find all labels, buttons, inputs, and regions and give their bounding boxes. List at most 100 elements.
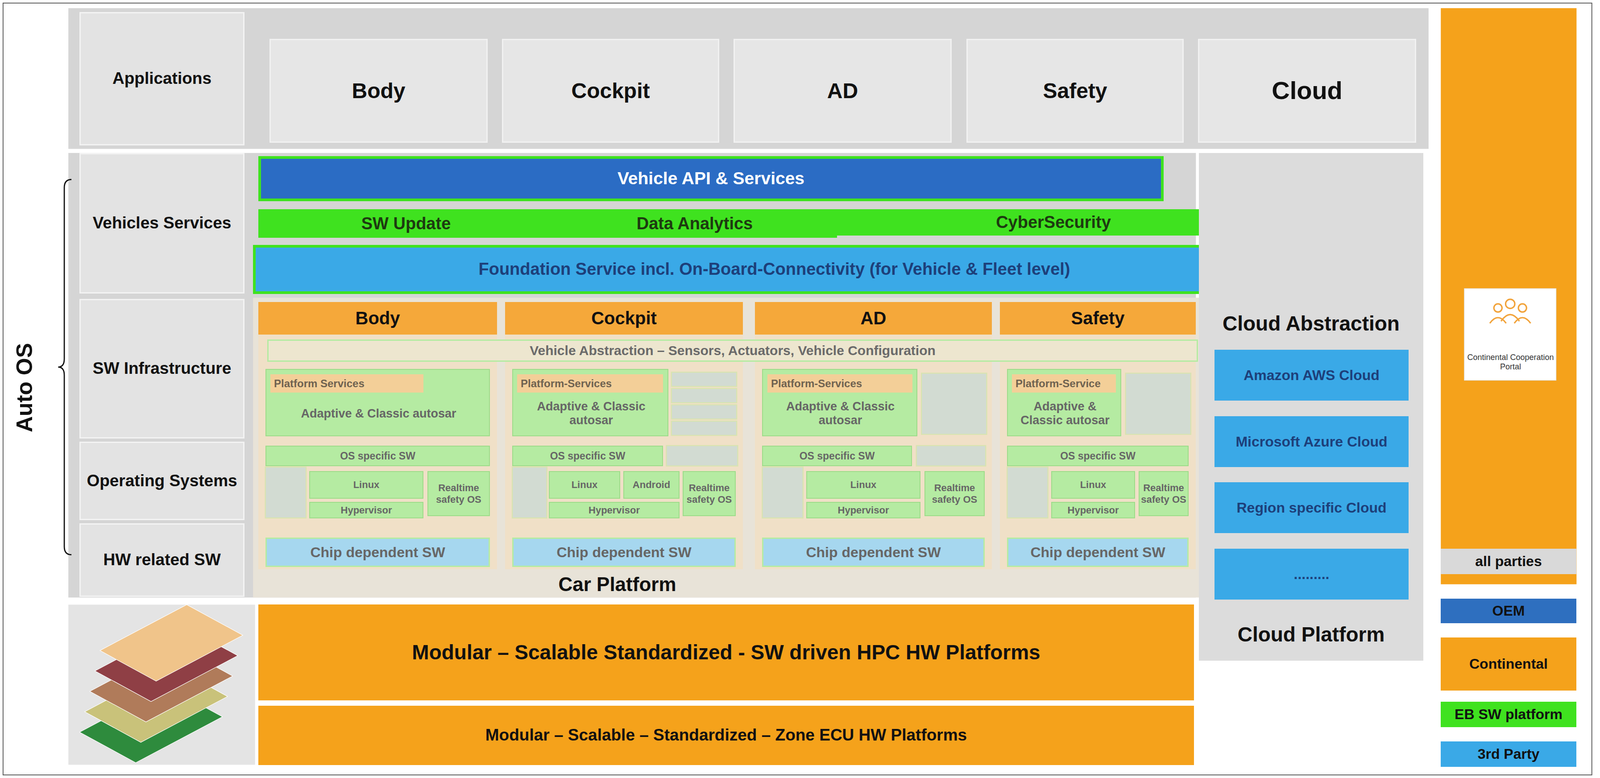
box-label: SW Update (298, 209, 514, 238)
os-box: Linux (309, 471, 424, 499)
box-label: Hypervisor (340, 504, 393, 516)
column-heading: AD (754, 302, 992, 335)
application-box: AD (733, 38, 952, 143)
legend-swatch: OEM (1440, 598, 1577, 624)
os-box: OS specific SW (762, 445, 912, 467)
legend-swatch: all parties (1440, 548, 1577, 575)
platform-services-box: Platform-Services (517, 374, 664, 393)
column-heading: Body (258, 302, 498, 335)
row-label: Applications (79, 12, 245, 146)
person-head (1493, 303, 1502, 312)
box-label: Car Platform (479, 571, 755, 598)
service-bar: Foundation Service incl. On-Board-Connec… (252, 244, 1296, 295)
abstraction-bar: Vehicle Abstraction – Sensors, Actuators… (267, 339, 1198, 362)
box-label: Vehicles Services (92, 213, 232, 233)
autosar-box: Adaptive & Classic autosar Platform-Servi… (1007, 368, 1122, 437)
box-label: Platform Services (273, 377, 365, 390)
legend-text: all parties (1475, 553, 1542, 570)
chip-sw-box: Chip dependent SW (265, 537, 490, 568)
box-label: Linux (571, 479, 598, 491)
box-label: Realtime safety OS (429, 482, 489, 506)
service-bar: SW Update Data Analytics (258, 209, 838, 238)
legend-swatch: 3rd Party (1440, 741, 1577, 767)
box-label: Hypervisor (588, 504, 640, 516)
box-label: Linux (850, 479, 877, 491)
os-box: Hypervisor (1051, 501, 1136, 519)
box-label: Vehicle API & Services (617, 168, 805, 189)
portal-card-ground (1464, 288, 1557, 381)
column-heading: Cockpit (505, 302, 743, 335)
brace (58, 179, 72, 555)
os-box: Linux (548, 471, 621, 499)
box-label: Realtime safety OS (684, 482, 734, 506)
box-label: Chip dependent SW (1030, 544, 1165, 561)
box-label: OS specific SW (799, 450, 875, 462)
box-label: Chip dependent SW (805, 544, 941, 561)
box-label: Realtime safety OS (926, 482, 983, 506)
auto-os-band (68, 153, 1196, 598)
box-label: Chip dependent SW (310, 544, 445, 561)
box-label: Realtime safety OS (1140, 482, 1187, 506)
car-platform-ground (252, 297, 1199, 598)
os-box: Realtime safety OS (924, 471, 985, 517)
autosar-box: Adaptive & Classic autosar Platform Servi… (265, 368, 490, 437)
outer-frame (3, 3, 1592, 776)
box-label: Linux (353, 479, 380, 491)
cloud-panel: Cloud AbstractionCloud PlatformAmazon AW… (1198, 153, 1424, 661)
legend-swatch: Continental (1440, 637, 1577, 691)
row-label: Vehicles Services (79, 153, 245, 294)
legend-text: Continental (1469, 655, 1548, 673)
box-label: Adaptive & Classic autosar (270, 392, 487, 436)
os-box: Hypervisor (309, 501, 424, 519)
box-label: Region specific Cloud (1236, 499, 1387, 517)
person-body (1514, 317, 1531, 324)
box-label: Chip dependent SW (556, 544, 692, 561)
legend-text: EB SW platform (1454, 706, 1563, 723)
box-label: Android (632, 479, 671, 491)
box-label: Adaptive & Classic autosar (517, 392, 666, 436)
service-bar: Vehicle API & Services (258, 156, 1164, 202)
hw-platform-bar: Modular – Scalable Standardized - SW dri… (258, 604, 1194, 701)
box-label: CyberSecurity (995, 212, 1111, 233)
box-label: Cloud Platform (1198, 617, 1424, 652)
box-label: Applications (112, 69, 212, 89)
os-box: Realtime safety OS (682, 471, 736, 517)
board-layer (99, 604, 243, 681)
box-label: Linux (1080, 479, 1107, 491)
row-label: SW Infrastructure (79, 298, 245, 439)
os-box: OS specific SW (265, 445, 490, 467)
hw-platform-bar: Modular – Scalable – Standardized – Zone… (258, 705, 1194, 766)
box-label: Adaptive & Classic autosar (1011, 392, 1119, 436)
portal-card: Continental Cooperation Portal (1464, 288, 1557, 381)
box-label: Cockpit (571, 78, 650, 104)
box-label: SW Infrastructure (92, 359, 232, 379)
box-label: Adaptive & Classic autosar (766, 392, 914, 436)
platform-services-box: Platform-Service (1011, 374, 1116, 393)
box-label: Operating Systems (86, 471, 237, 491)
box-label: Vehicle Abstraction – Sensors, Actuators… (529, 343, 936, 359)
cloud-box: Amazon AWS Cloud (1214, 349, 1409, 401)
group-label: Auto OS (11, 334, 38, 442)
box-label: Safety (1042, 78, 1107, 104)
chip-sw-box: Chip dependent SW (762, 537, 985, 568)
person-head (1518, 303, 1527, 312)
box-label: AD (827, 78, 859, 104)
platform-services-box: Platform-Services (767, 374, 913, 393)
box-label: OS specific SW (1060, 450, 1136, 462)
box-label: Platform-Service (1015, 377, 1101, 390)
os-box: Realtime safety OS (1138, 471, 1189, 517)
chip-sw-box: Chip dependent SW (1007, 537, 1189, 568)
autosar-box: Adaptive & Classic autosarPlatform-Servi… (762, 368, 918, 437)
cloud-box: Microsoft Azure Cloud (1214, 416, 1409, 468)
box-label: OS specific SW (339, 450, 416, 462)
os-box: Android (623, 471, 680, 499)
box-label: Data Analytics (584, 209, 805, 238)
autosar-box: Adaptive & Classic autosarPlatform-Servi… (512, 368, 669, 437)
box-label: Hypervisor (837, 504, 890, 516)
application-box: Cloud (1197, 38, 1417, 143)
os-box: OS specific SW (1007, 445, 1189, 467)
box-label: Cloud (1271, 76, 1343, 105)
box-label: HW related SW (103, 550, 221, 570)
os-box: Hypervisor (806, 501, 921, 519)
